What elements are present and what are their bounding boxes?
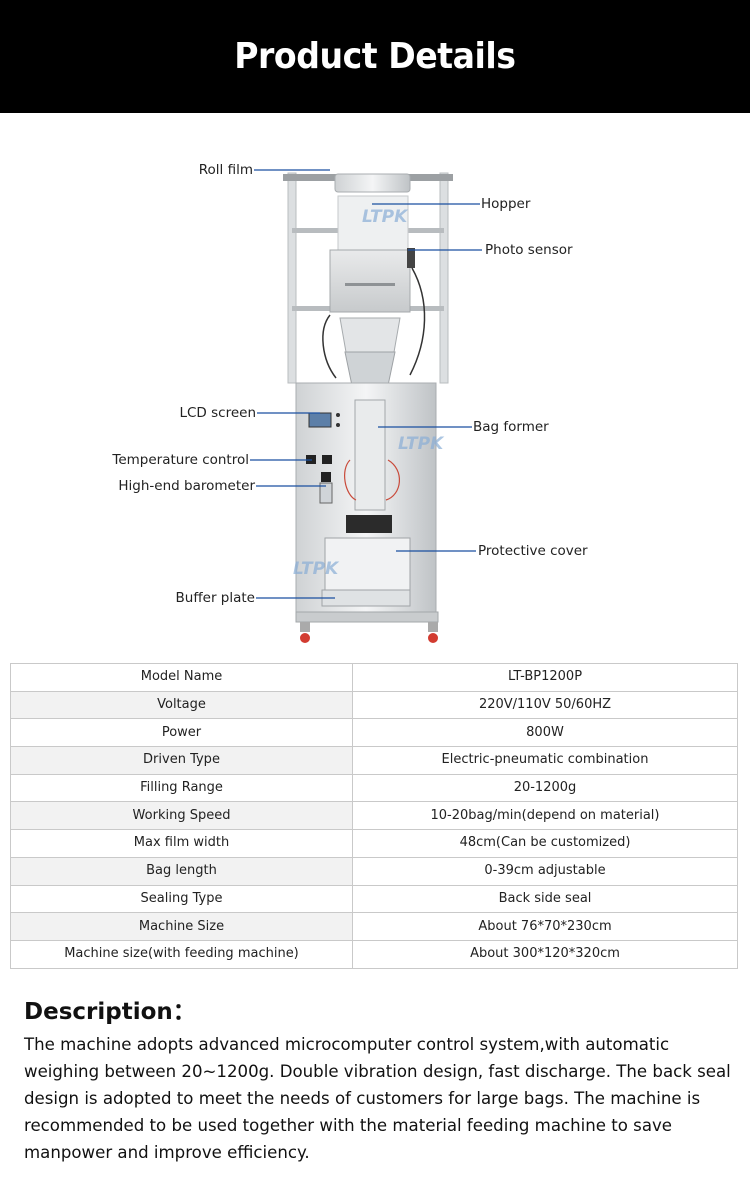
callout-bag-former: Bag former — [473, 419, 549, 435]
description-heading: Description： — [24, 999, 196, 1025]
table-row: Voltage 220V/110V 50/60HZ — [10, 690, 738, 720]
table-row: Bag length 0-39cm adjustable — [10, 856, 738, 886]
spec-key: Working Speed — [10, 801, 353, 831]
table-row: Machine size(with feeding machine) About… — [10, 939, 738, 969]
callout-roll-film: Roll film — [198, 162, 253, 178]
callout-temperature-control: Temperature control — [112, 452, 249, 468]
spec-key: Power — [10, 718, 353, 748]
spec-key: Sealing Type — [10, 884, 353, 914]
spec-key: Voltage — [10, 690, 353, 720]
table-row: Driven Type Electric-pneumatic combinati… — [10, 746, 738, 775]
callout-lcd-screen: LCD screen — [179, 405, 256, 421]
table-row: Model Name LT-BP1200P — [10, 663, 738, 692]
spec-key: Machine size(with feeding machine) — [10, 939, 353, 969]
header-banner: Product Details — [0, 0, 750, 113]
table-row: Power 800W — [10, 718, 738, 748]
table-row: Working Speed 10-20bag/min(depend on mat… — [10, 801, 738, 831]
spec-value: LT-BP1200P — [352, 663, 738, 692]
spec-value: 220V/110V 50/60HZ — [352, 690, 738, 720]
table-row: Sealing Type Back side seal — [10, 884, 738, 914]
callout-buffer-plate: Buffer plate — [175, 590, 255, 606]
spec-table: Model Name LT-BP1200P Voltage 220V/110V … — [10, 663, 738, 969]
spec-key: Machine Size — [10, 912, 353, 941]
spec-value: 48cm(Can be customized) — [352, 829, 738, 858]
callout-protective-cover: Protective cover — [478, 543, 588, 559]
spec-key: Max film width — [10, 829, 353, 858]
callout-photo-sensor: Photo sensor — [485, 242, 573, 258]
spec-key: Driven Type — [10, 746, 353, 775]
spec-value: 800W — [352, 718, 738, 748]
table-row: Machine Size About 76*70*230cm — [10, 912, 738, 941]
spec-key: Model Name — [10, 663, 353, 692]
table-row: Max film width 48cm(Can be customized) — [10, 829, 738, 858]
page-title: Product Details — [234, 36, 516, 77]
machine-illustration: LTPK LTPK LTPK — [250, 169, 482, 643]
spec-key: Filling Range — [10, 773, 353, 803]
callout-high-end-barometer: High-end barometer — [118, 478, 255, 494]
spec-value: 20-1200g — [352, 773, 738, 803]
svg-text:LTPK: LTPK — [362, 207, 409, 227]
svg-text:LTPK: LTPK — [398, 434, 445, 454]
spec-value: 10-20bag/min(depend on material) — [352, 801, 738, 831]
table-row: Filling Range 20-1200g — [10, 773, 738, 803]
machine-diagram: LTPK LTPK LTPK Roll film LCD screen Temp… — [0, 113, 750, 658]
spec-value: Back side seal — [352, 884, 738, 914]
svg-text:LTPK: LTPK — [293, 559, 340, 579]
callout-hopper: Hopper — [481, 196, 531, 212]
spec-key: Bag length — [10, 856, 353, 886]
spec-value: About 76*70*230cm — [352, 912, 738, 941]
spec-value: About 300*120*320cm — [352, 939, 738, 969]
description-body: The machine adopts advanced microcompute… — [24, 1035, 731, 1162]
spec-value: 0-39cm adjustable — [352, 856, 738, 886]
spec-value: Electric-pneumatic combination — [352, 746, 738, 775]
